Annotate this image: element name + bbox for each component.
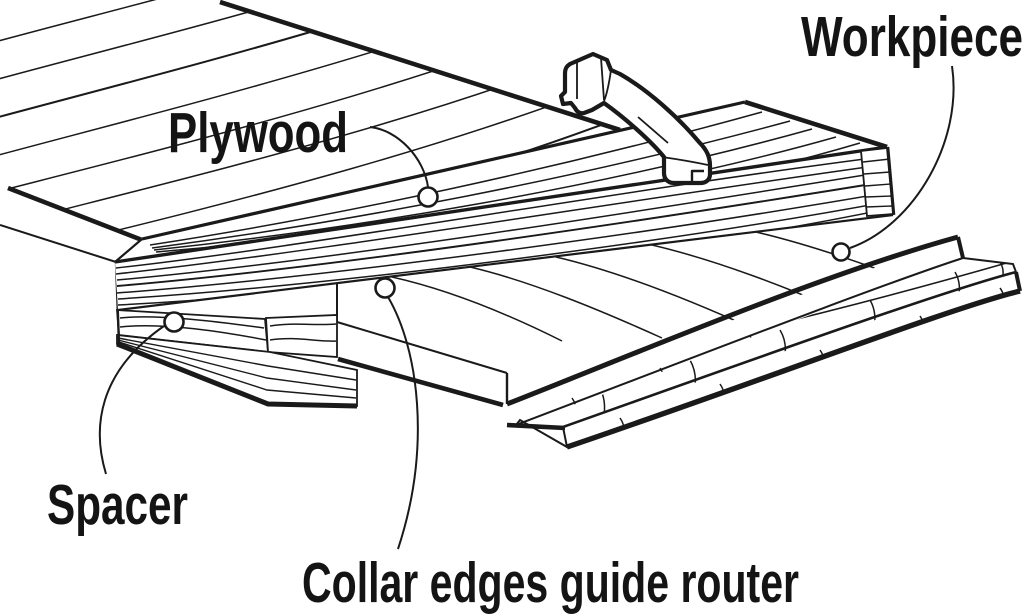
callout-labels: Plywood Workpiece Spacer Collar edges gu… bbox=[47, 5, 1023, 614]
sheet-near-long-edge bbox=[7, 185, 143, 243]
strip-left-end-edge bbox=[114, 238, 143, 263]
spacer-end-face bbox=[265, 314, 338, 358]
spacer-and-base bbox=[114, 261, 358, 409]
strip-front-bottom-edge bbox=[117, 213, 894, 312]
base-ply-lines bbox=[117, 337, 357, 399]
plywood-leader-line bbox=[369, 126, 429, 188]
base-bottom-edge bbox=[116, 341, 358, 409]
upper-left-bottom-edge bbox=[337, 356, 504, 408]
upper-front-top-edge bbox=[506, 234, 959, 407]
lower-left-bottom-edge bbox=[506, 422, 566, 431]
clamp-foot-slot bbox=[690, 169, 704, 183]
strip-near-top-edge bbox=[114, 145, 888, 264]
plywood-label: Plywood bbox=[168, 101, 348, 165]
upper-edge-grain bbox=[571, 275, 928, 423]
sheet-thickness-edge bbox=[0, 224, 117, 263]
plywood-anchor-circle bbox=[417, 186, 439, 208]
workpiece-anchor-circle bbox=[831, 242, 851, 262]
clamp bbox=[558, 51, 713, 186]
clamp-head-corner-edge bbox=[600, 57, 605, 101]
spacer-label: Spacer bbox=[47, 473, 188, 537]
callout-leaders bbox=[98, 65, 955, 550]
lower-bottom-edge bbox=[566, 288, 1021, 450]
lower-right-end-edge bbox=[1014, 271, 1022, 292]
clamp-head-step-edge bbox=[603, 69, 612, 102]
sheet-near-end-edge bbox=[219, 0, 621, 133]
strip-front-face bbox=[115, 147, 893, 310]
spacer-grain bbox=[119, 316, 267, 341]
collar-leader-line bbox=[387, 296, 419, 550]
strip-end-ply-lines bbox=[862, 158, 893, 208]
strip-end-top-edge bbox=[744, 99, 888, 150]
caption-label: Collar edges guide router bbox=[302, 551, 799, 614]
lower-front-top-edge bbox=[562, 270, 1017, 429]
spacer-anchor-circle bbox=[163, 311, 185, 333]
workpiece-label: Workpiece bbox=[801, 5, 1023, 69]
lower-far-sliver-edge bbox=[962, 257, 1017, 273]
spacer-leader-line bbox=[98, 325, 165, 475]
upper-front-bottom-edge bbox=[515, 257, 964, 426]
spacer-end-grain bbox=[269, 323, 337, 342]
lower-top-grain bbox=[559, 261, 1011, 425]
clamp-arm-highlight bbox=[637, 116, 669, 144]
upper-right-end-edge bbox=[956, 236, 965, 259]
strip-end-ply-face bbox=[860, 147, 894, 217]
upper-near-edge-left bbox=[336, 321, 508, 374]
workpiece-leader-line bbox=[849, 65, 955, 249]
clamp-body-outline bbox=[558, 51, 713, 186]
workpiece-lower-board bbox=[506, 257, 1022, 450]
collar-anchor-circle bbox=[374, 277, 396, 299]
clamp-foot-lip-edge bbox=[661, 156, 709, 166]
